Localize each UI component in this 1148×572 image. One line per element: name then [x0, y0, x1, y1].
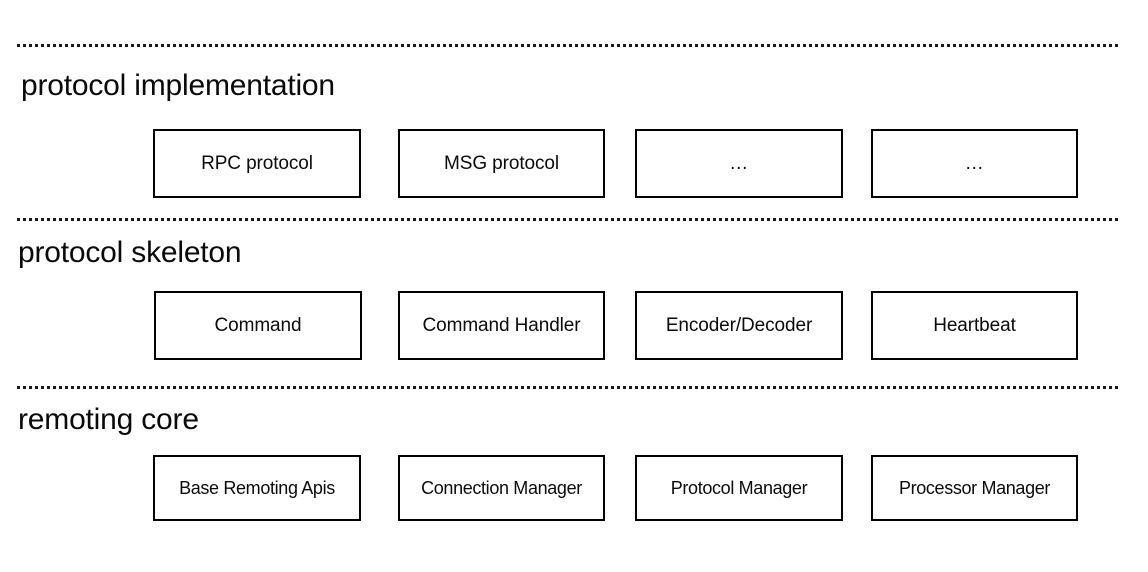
box-label: Connection Manager	[421, 477, 582, 498]
box-processor-manager[interactable]: Processor Manager	[871, 455, 1078, 521]
layer-title-remoting-core: remoting core	[18, 403, 199, 436]
layer-divider-remoting-core	[17, 386, 1118, 389]
box-heartbeat[interactable]: Heartbeat	[871, 291, 1078, 360]
box-msg-protocol[interactable]: MSG protocol	[398, 129, 605, 198]
box-protocol-more-1[interactable]: …	[635, 129, 843, 198]
box-command-handler[interactable]: Command Handler	[398, 291, 605, 360]
box-connection-manager[interactable]: Connection Manager	[398, 455, 605, 521]
layer-title-protocol-skeleton: protocol skeleton	[18, 236, 242, 269]
box-label: Encoder/Decoder	[665, 314, 813, 336]
box-label: MSG protocol	[444, 152, 559, 174]
box-protocol-more-2[interactable]: …	[871, 129, 1078, 198]
box-label: RPC protocol	[201, 152, 313, 174]
box-label: …	[964, 152, 985, 174]
layer-title-protocol-implementation: protocol implementation	[21, 69, 335, 102]
layer-divider-protocol-skeleton	[17, 218, 1118, 221]
box-label: …	[729, 152, 749, 174]
box-encoder-decoder[interactable]: Encoder/Decoder	[635, 291, 843, 360]
box-rpc-protocol[interactable]: RPC protocol	[153, 129, 361, 198]
box-label: Heartbeat	[933, 314, 1016, 336]
box-label: Command Handler	[422, 314, 581, 336]
box-label: Protocol Manager	[670, 477, 808, 498]
box-label: Command	[214, 314, 302, 336]
box-base-remoting-apis[interactable]: Base Remoting Apis	[153, 455, 361, 521]
box-protocol-manager[interactable]: Protocol Manager	[635, 455, 843, 521]
layer-divider-protocol-implementation	[17, 44, 1118, 47]
box-label: Base Remoting Apis	[179, 477, 335, 498]
box-label: Processor Manager	[898, 477, 1051, 498]
box-command[interactable]: Command	[154, 291, 362, 360]
